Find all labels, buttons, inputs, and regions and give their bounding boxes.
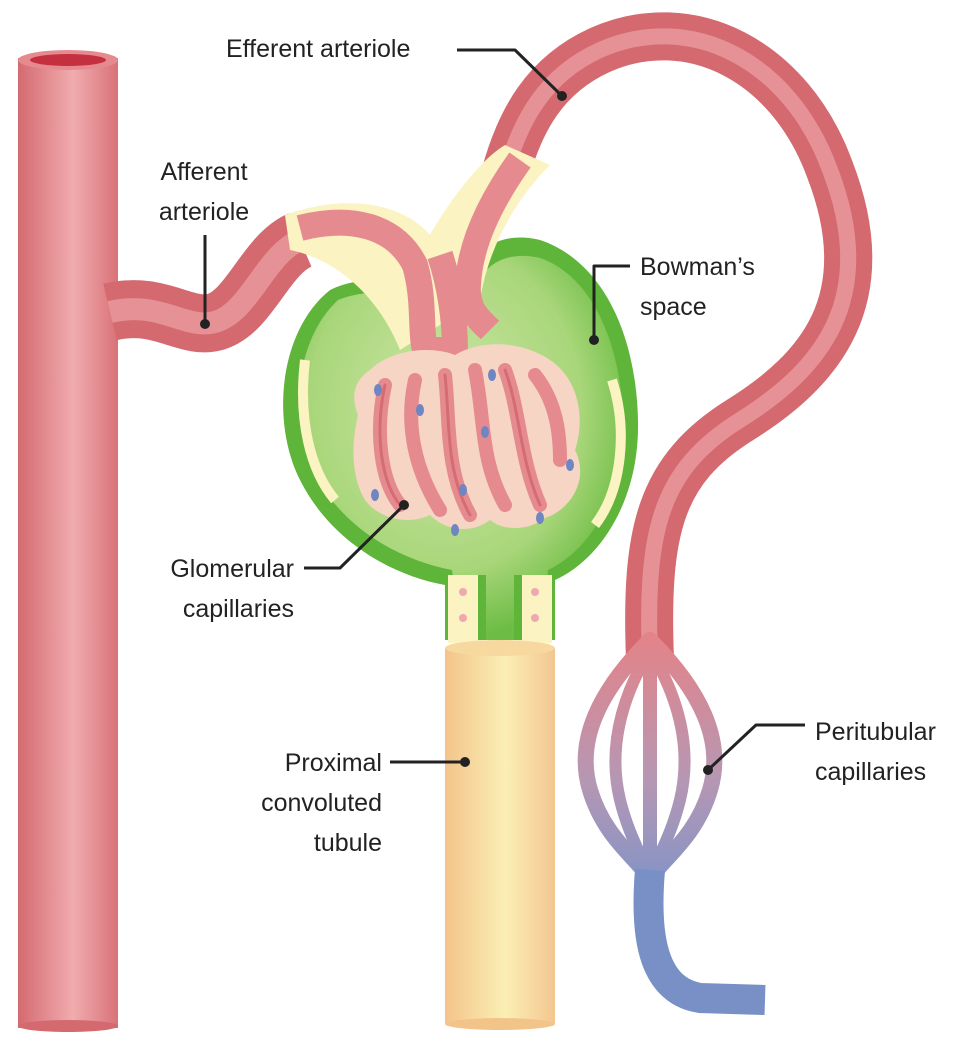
label-bowmans-space-line1: Bowman’s [640, 253, 755, 281]
endothelial-nuclei [371, 369, 574, 536]
glomerular-capillaries [353, 344, 581, 536]
efferent-arteriole [481, 12, 873, 661]
label-efferent-arteriole: Efferent arteriole [226, 35, 410, 63]
label-glomerular-capillaries-line1: Glomerular [170, 555, 294, 583]
label-bowmans-space-line2: space [640, 293, 707, 321]
label-afferent-arteriole-line2: arteriole [159, 198, 249, 226]
afferent-arteriole [103, 213, 314, 353]
label-proximal-tubule-line2: convoluted [261, 789, 382, 817]
label-proximal-tubule-line3: tubule [314, 829, 382, 857]
interlobular-artery [18, 50, 118, 1032]
proximal-convoluted-tubule [445, 640, 555, 1030]
label-afferent-arteriole-line1: Afferent [160, 158, 247, 186]
label-peritubular-capillaries-line2: capillaries [815, 758, 926, 786]
vascular-pole [285, 145, 550, 363]
label-proximal-tubule-line1: Proximal [285, 749, 382, 777]
peritubular-capillaries [577, 632, 766, 1015]
leader-lines [200, 48, 805, 775]
label-peritubular-capillaries-line1: Peritubular [815, 718, 936, 746]
label-glomerular-capillaries-line2: capillaries [183, 595, 294, 623]
